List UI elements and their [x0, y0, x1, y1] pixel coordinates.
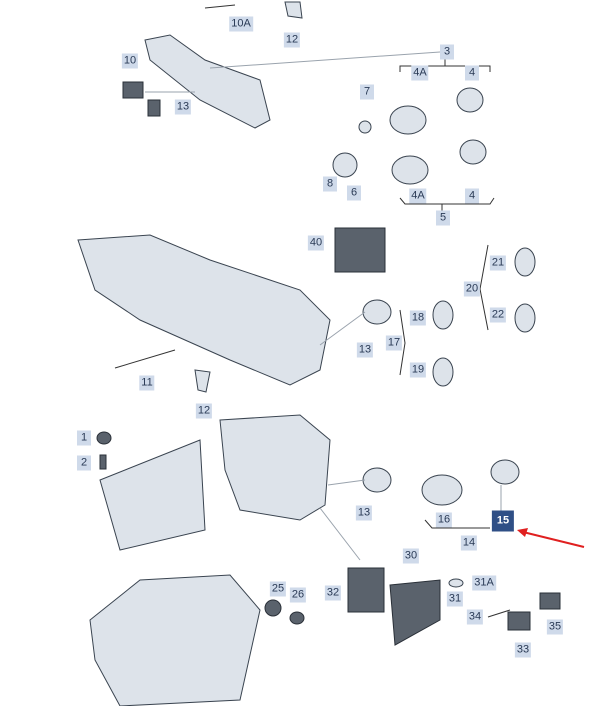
- callout-label[interactable]: 26: [289, 587, 307, 603]
- callout-label[interactable]: 18: [409, 310, 427, 326]
- callout-label[interactable]: 14: [460, 535, 478, 551]
- rear-console: [219, 414, 331, 521]
- callout-label[interactable]: 21: [489, 255, 507, 271]
- callout-label[interactable]: 12: [195, 403, 213, 419]
- callout-label[interactable]: 3: [440, 44, 454, 60]
- callout-label[interactable]: 10: [121, 53, 139, 69]
- part-32: [347, 567, 385, 613]
- callout-label[interactable]: 31A: [472, 575, 496, 591]
- callout-label[interactable]: 13: [174, 99, 192, 115]
- callout-label[interactable]: 8: [323, 176, 337, 192]
- callout-label[interactable]: 35: [546, 619, 564, 635]
- callout-label[interactable]: 31: [446, 591, 464, 607]
- callout-label[interactable]: 40: [307, 235, 325, 251]
- callout-label[interactable]: 12: [283, 32, 301, 48]
- lower-trim: [89, 574, 261, 706]
- callout-label[interactable]: 32: [324, 585, 342, 601]
- part-40: [334, 227, 386, 273]
- callout-label[interactable]: 16: [435, 512, 453, 528]
- callout-label[interactable]: 2: [77, 455, 91, 471]
- callout-label[interactable]: 33: [514, 642, 532, 658]
- callout-label[interactable]: 34: [466, 609, 484, 625]
- callout-label[interactable]: 1: [77, 430, 91, 446]
- callout-label[interactable]: 4: [465, 65, 479, 81]
- callout-label[interactable]: 22: [489, 307, 507, 323]
- callout-label[interactable]: 19: [409, 362, 427, 378]
- callout-label[interactable]: 25: [269, 581, 287, 597]
- part-10: [122, 81, 144, 99]
- callout-label[interactable]: 13: [355, 505, 373, 521]
- callout-label[interactable]: 13: [356, 342, 374, 358]
- callout-label[interactable]: 20: [463, 281, 481, 297]
- callout-label[interactable]: 11: [139, 375, 155, 391]
- callout-label[interactable]: 10A: [229, 16, 253, 32]
- callout-label[interactable]: 7: [360, 84, 374, 100]
- callout-label-highlighted[interactable]: 15: [491, 510, 515, 532]
- callout-label[interactable]: 17: [385, 335, 403, 351]
- callout-label[interactable]: 4A: [411, 65, 429, 81]
- callout-label[interactable]: 5: [436, 210, 450, 226]
- part-13-top: [147, 99, 161, 117]
- callout-label[interactable]: 30: [402, 548, 420, 564]
- callout-label[interactable]: 6: [347, 185, 361, 201]
- part-30: [389, 579, 441, 646]
- callout-label[interactable]: 4A: [409, 188, 427, 204]
- pointer-arrow: [522, 531, 585, 548]
- center-console-main: [77, 234, 331, 386]
- center-console-upper: [144, 34, 271, 129]
- callout-label[interactable]: 4: [465, 188, 479, 204]
- trim-panel: [99, 439, 206, 551]
